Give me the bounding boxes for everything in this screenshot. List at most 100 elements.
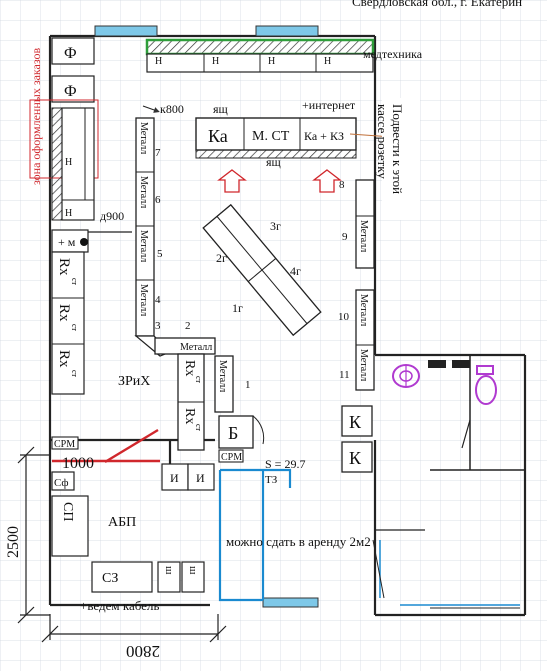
cable-label: +ведем кабель — [80, 598, 159, 613]
rx-left-column: Rx ст Rx ст Rx ст — [51, 251, 85, 395]
num-1: 1 — [245, 379, 251, 391]
srm-right-label: СРМ — [221, 452, 242, 463]
metall-7: Металл — [138, 122, 149, 154]
medtech-n-1: Н — [155, 56, 162, 67]
rental-note: можно сдать в аренду 2м2 — [226, 534, 371, 549]
header-address: Свердловская обл., г. Екатерин — [352, 0, 522, 9]
table-label-3g: 3г — [270, 219, 281, 233]
center-rx-units: Rx ст Rx ст Металл — [177, 353, 234, 451]
plus-m-label: + м — [58, 235, 76, 249]
central-table — [202, 203, 322, 337]
medtech-n-4: Н — [324, 56, 331, 67]
k-boxes: К К — [341, 405, 373, 473]
num-5: 5 — [157, 248, 163, 260]
dimension-2500 — [17, 446, 50, 624]
metall-bottom: Металл — [180, 342, 212, 353]
f-cabinet-2: Ф — [64, 83, 77, 100]
st-left-1: ст — [70, 278, 79, 286]
metall-6: Металл — [138, 176, 149, 208]
sh-label-2: ш — [187, 566, 199, 575]
cash-desk-ka-k3: Ка + КЗ — [304, 129, 344, 143]
yashch-top-label: ящ — [213, 102, 228, 116]
cash-desks: Ка М. СТ Ка + КЗ — [195, 117, 357, 159]
f-cabinet-1: Ф — [64, 45, 77, 62]
dimension-2800 — [41, 614, 227, 643]
rx-center-2: Rx — [182, 408, 197, 424]
st-left-3: ст — [70, 370, 79, 378]
rx-center-1: Rx — [182, 360, 197, 376]
b-label: Б — [228, 423, 238, 443]
srm-left-label: СРМ — [54, 439, 75, 450]
abp-label: АБП — [108, 515, 136, 530]
st-center-1: ст — [194, 376, 203, 384]
table-label-1g: 1г — [232, 301, 243, 315]
zone-zriх-label: ЗРиХ — [118, 374, 150, 389]
bathroom — [372, 356, 525, 609]
srm-box-left — [51, 436, 79, 450]
left-storage-n-2: Н — [65, 208, 72, 219]
rx-left-3: Rx — [56, 350, 72, 368]
sp-label: СП — [60, 502, 75, 521]
num-7: 7 — [155, 147, 161, 159]
dim-2500-label: 2500 — [5, 526, 22, 558]
red-partition — [52, 428, 160, 464]
socket-note-box — [382, 98, 420, 220]
metal-bottom-shelf: Металл — [154, 337, 216, 355]
medtech-n-3: Н — [268, 56, 275, 67]
k800-label: к800 — [160, 102, 184, 116]
tz-label: ТЗ — [265, 474, 278, 486]
metall-5: Металл — [138, 230, 149, 262]
srm-box-right — [218, 449, 244, 463]
metall-9: Металл — [358, 220, 369, 252]
red-arrows — [217, 169, 342, 193]
medtech-label: медтехника — [363, 47, 423, 61]
rental-area-outline — [218, 468, 292, 602]
medtech-n-2: Н — [212, 56, 219, 67]
socket-note: Подвести к этой кассе розетку — [375, 104, 405, 197]
cash-desk-ka: Ка — [208, 126, 228, 146]
metal-right-column: Металл Металл Металл — [355, 179, 375, 391]
cash-desk-m-st: М. СТ — [252, 129, 290, 144]
num-6: 6 — [155, 194, 161, 206]
yashch-bottom-label: ящ — [266, 155, 281, 169]
abp-area: Сф СП И И СЗ ш ш — [51, 463, 215, 593]
s3-label: СЗ — [102, 571, 118, 586]
sf-label: Сф — [54, 477, 68, 489]
rx-left-2: Rx — [56, 304, 72, 322]
k-label-2: К — [349, 448, 362, 468]
num-9: 9 — [342, 231, 348, 243]
socket-dot — [80, 238, 88, 246]
b-box — [218, 415, 254, 449]
dim-1000-label: 1000 — [62, 455, 94, 472]
dim-2800-label: 2800 — [126, 642, 160, 661]
left-storage: Н Н — [51, 107, 95, 221]
door-d900: д900 — [100, 209, 124, 223]
num-11: 11 — [339, 369, 350, 381]
area-label: S = 29.7 — [265, 457, 305, 471]
num-4: 4 — [155, 294, 161, 306]
f-cabinets: Ф Ф — [51, 37, 95, 103]
left-storage-n-1: Н — [65, 157, 72, 168]
table-label-2g: 2г — [216, 251, 227, 265]
i-label-1: И — [170, 471, 179, 485]
i-label-2: И — [196, 471, 205, 485]
internet-label: +интернет — [302, 98, 356, 112]
st-left-2: ст — [70, 324, 79, 332]
b-door-arc — [252, 415, 265, 445]
metall-10: Металл — [358, 294, 369, 326]
sh-label-1: ш — [163, 566, 175, 575]
metal-left-column: Металл Металл Металл Металл — [135, 117, 155, 337]
num-8: 8 — [339, 179, 345, 191]
num-2: 2 — [185, 320, 191, 332]
metall-11: Металл — [358, 349, 369, 381]
order-zone-label: зона оформленных заказов — [29, 47, 43, 185]
num-10: 10 — [338, 311, 350, 323]
medtech-row: Н Н Н Н — [145, 38, 375, 73]
metall-4: Металл — [138, 284, 149, 316]
k-label-1: К — [349, 412, 362, 432]
num-3: 3 — [155, 320, 161, 332]
table-label-4g: 4г — [290, 264, 301, 278]
metall-center: Металл — [217, 360, 228, 392]
st-center-2: ст — [194, 424, 203, 432]
